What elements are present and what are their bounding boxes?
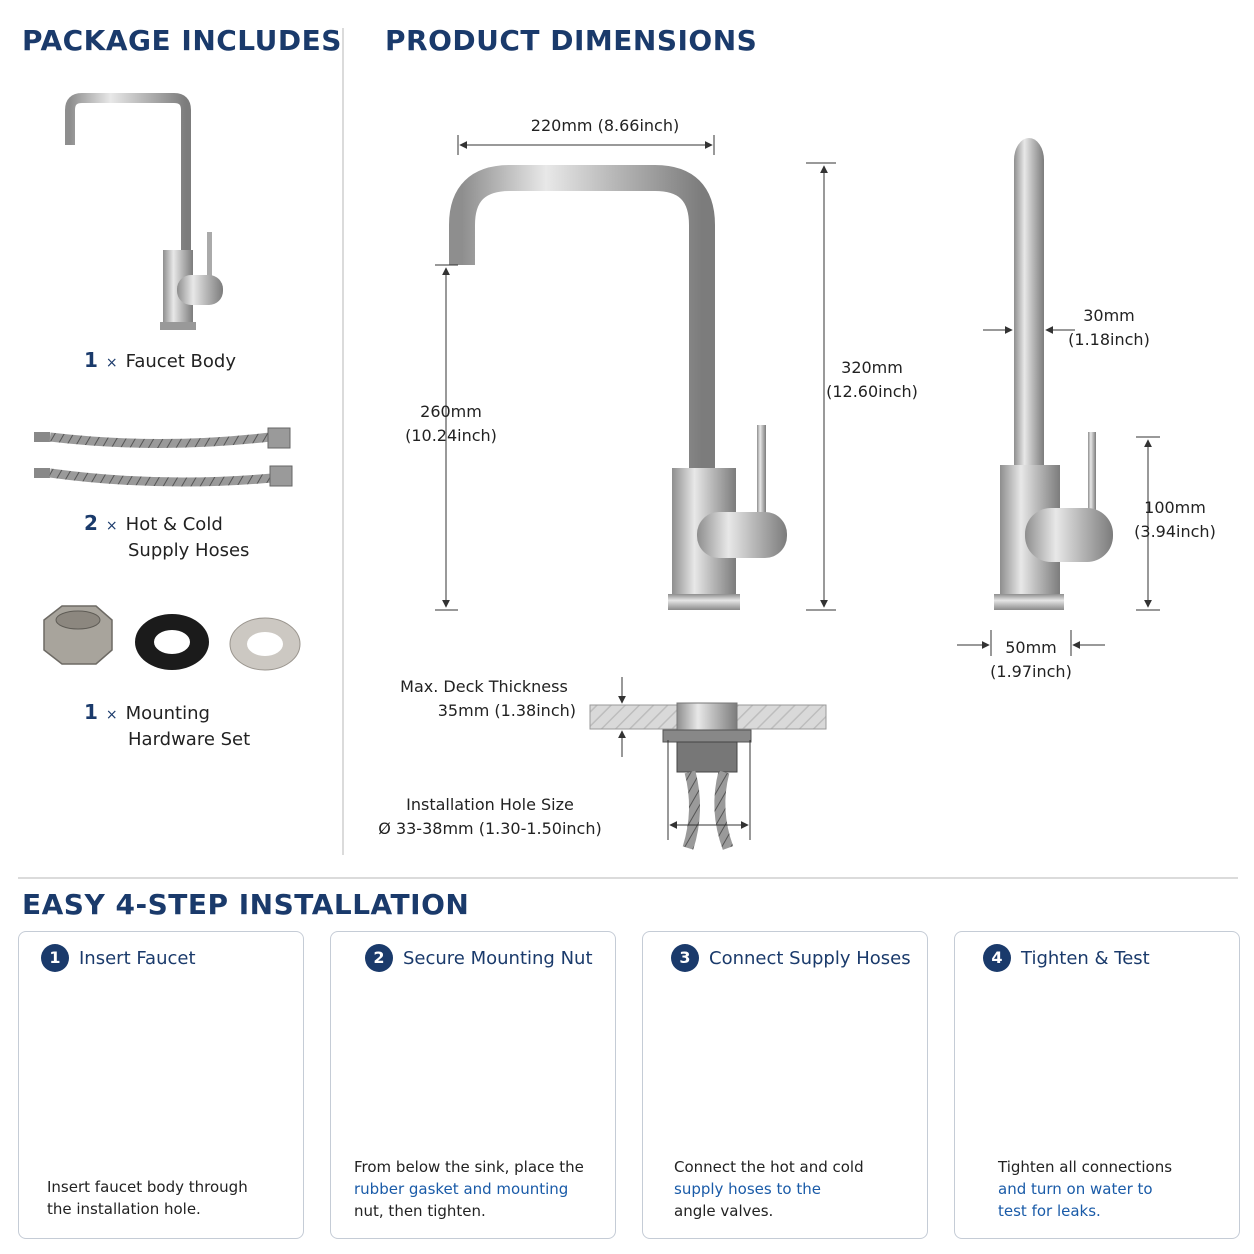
package-label-line2: Hardware Set	[128, 729, 251, 750]
dim-mm: 260mm	[420, 402, 482, 421]
step-number-badge: 4	[983, 944, 1011, 972]
step-title: Tighten & Test	[1021, 947, 1150, 969]
step-desc-line: nut, then tighten.	[354, 1202, 486, 1220]
package-qty: 2	[84, 511, 98, 535]
step-number-badge: 1	[41, 944, 69, 972]
times-sign: ×	[105, 518, 118, 534]
dim-hole-line1: Installation Hole Size	[406, 795, 574, 814]
step-title: Insert Faucet	[79, 947, 196, 969]
step-desc-line-highlight: test for leaks.	[998, 1202, 1101, 1220]
step-description: From below the sink, place the rubber ga…	[354, 1156, 584, 1222]
step-header: 2 Secure Mounting Nut	[365, 944, 593, 972]
deck-section-drawing	[589, 702, 827, 850]
step-desc-line: Connect the hot and cold	[674, 1158, 864, 1176]
dim-spout-height: 260mm (10.24inch)	[396, 400, 506, 448]
times-sign: ×	[105, 707, 118, 723]
package-label: Hot & Cold	[125, 514, 223, 535]
step-header: 3 Connect Supply Hoses	[671, 944, 911, 972]
step-desc-line: angle valves.	[674, 1202, 774, 1220]
dim-mm: 30mm	[1083, 306, 1135, 325]
step-card-2: 2 Secure Mounting Nut From below the sink…	[330, 931, 616, 1239]
step-desc-line: the installation hole.	[47, 1200, 201, 1218]
dim-width-top: 220mm (8.66inch)	[530, 116, 680, 135]
step-header: 4 Tighten & Test	[983, 944, 1150, 972]
dim-inch: (1.18inch)	[1068, 330, 1150, 349]
dim-spout-diameter: 30mm (1.18inch)	[1064, 304, 1154, 352]
package-label: Faucet Body	[125, 351, 236, 372]
faucet-body-image	[65, 93, 223, 330]
step-description: Insert faucet body through the installat…	[47, 1176, 248, 1220]
step-desc-line: Insert faucet body through	[47, 1178, 248, 1196]
dim-inch: (1.97inch)	[990, 662, 1072, 681]
supply-hoses-image	[34, 427, 293, 487]
package-includes-title: PACKAGE INCLUDES	[22, 24, 342, 57]
installation-title: EASY 4-STEP INSTALLATION	[22, 888, 470, 921]
dim-total-height: 320mm (12.60inch)	[822, 356, 922, 404]
dim-body-height: 100mm (3.94inch)	[1132, 496, 1218, 544]
dim-hole-size: Installation Hole Size Ø 33-38mm (1.30-1…	[370, 793, 610, 841]
dim-deck-line1: Max. Deck Thickness	[400, 677, 568, 696]
dim-base-width: 50mm (1.97inch)	[986, 636, 1076, 684]
step-header: 1 Insert Faucet	[41, 944, 196, 972]
dim-deck-line2: 35mm (1.38inch)	[437, 701, 576, 720]
dim-deck-thickness: Max. Deck Thickness 35mm (1.38inch)	[392, 675, 576, 723]
mounting-hardware-image	[43, 605, 301, 671]
step-number-badge: 3	[671, 944, 699, 972]
step-desc-line-highlight: and turn on water to	[998, 1180, 1153, 1198]
package-item-hoses: 2 × Hot & Cold Supply Hoses	[84, 511, 249, 564]
dim-hole-line2: Ø 33-38mm (1.30-1.50inch)	[378, 819, 602, 838]
dim-mm: 50mm	[1005, 638, 1057, 657]
product-dimensions-title: PRODUCT DIMENSIONS	[385, 24, 758, 57]
dim-mm: 100mm	[1144, 498, 1206, 517]
package-item-faucet: 1 × Faucet Body	[84, 348, 236, 375]
package-label-line2: Supply Hoses	[128, 540, 250, 561]
package-qty: 1	[84, 700, 98, 724]
step-card-3: 3 Connect Supply Hoses Connect the hot an…	[642, 931, 928, 1239]
step-desc-line-highlight: supply hoses to the	[674, 1180, 821, 1198]
step-description: Tighten all connections and turn on wate…	[998, 1156, 1172, 1222]
package-label: Mounting	[125, 703, 210, 724]
faucet-front-drawing	[449, 165, 787, 610]
package-qty: 1	[84, 348, 98, 372]
step-title: Secure Mounting Nut	[403, 947, 593, 969]
dim-inch: (3.94inch)	[1134, 522, 1216, 541]
step-desc-line-highlight: rubber gasket and mounting	[354, 1180, 569, 1198]
dim-inch: (12.60inch)	[826, 382, 918, 401]
dim-inch: (10.24inch)	[405, 426, 497, 445]
step-number-badge: 2	[365, 944, 393, 972]
step-card-1: 1 Insert Faucet Insert faucet body throug…	[18, 931, 304, 1239]
package-item-hardware: 1 × Mounting Hardware Set	[84, 700, 250, 753]
step-description: Connect the hot and cold supply hoses to…	[674, 1156, 864, 1222]
step-desc-line: From below the sink, place the	[354, 1158, 584, 1176]
times-sign: ×	[105, 355, 118, 371]
faucet-side-drawing	[994, 138, 1113, 610]
dim-mm: 320mm	[841, 358, 903, 377]
step-desc-line: Tighten all connections	[998, 1158, 1173, 1176]
step-card-4: 4 Tighten & Test Tighten all connections …	[954, 931, 1240, 1239]
step-title: Connect Supply Hoses	[709, 947, 911, 969]
